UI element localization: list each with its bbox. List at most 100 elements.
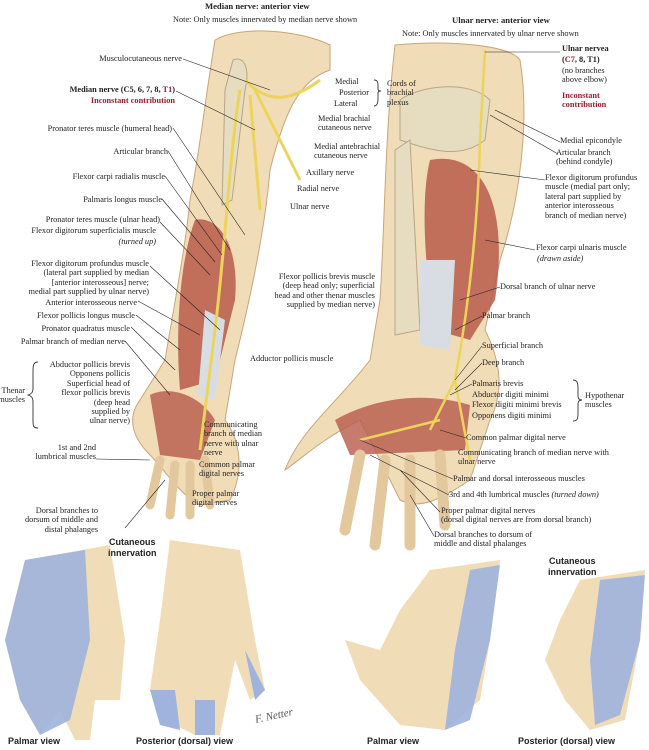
label-fdp: Flexor digitorum profundus muscle (later… (29, 259, 150, 297)
lumbricals-text: 3rd and 4th lumbrical muscles (449, 490, 552, 499)
fpb-line: Flexor pollicis brevis muscle (278, 272, 375, 281)
thenar-line: Thenar (1, 386, 26, 395)
label-fds: Flexor digitorum superficialis muscle (31, 226, 156, 235)
pp-line: digital nerves (192, 498, 237, 508)
cp-line: digital nerves (199, 469, 244, 479)
label-palmar-branch: Palmar branch of median nerve (20, 337, 125, 346)
label-anterior-interosseous: Anterior interosseous nerve (45, 298, 137, 307)
comm-line: branch of median (204, 429, 263, 439)
label-axillary: Axillary nerve (306, 168, 355, 177)
lum-line: 1st and 2nd (57, 443, 96, 452)
median-palmar-caption: Palmar view (8, 736, 61, 746)
label-cord-posterior: Posterior (339, 88, 369, 97)
label-cord-lateral: Lateral (334, 99, 358, 108)
thenar-line: muscles (0, 395, 25, 405)
label-ulnar-roots: (C7, 8, T1) (562, 55, 600, 64)
ulnar-dorsal-caption: Posterior (dorsal) view (518, 736, 616, 746)
inc-line: Inconstant (562, 91, 600, 100)
thenar-brace (26, 361, 39, 429)
ufdp-line: Flexor digitorum profundus (545, 173, 638, 182)
label-medial-epicondyle: Medial epicondyle (560, 136, 622, 145)
hypo-item: Flexor digiti minimi brevis (472, 400, 562, 409)
label-fcu-note: (drawn aside) (537, 254, 584, 263)
thenar-item: Superficial head of (66, 378, 130, 388)
thenar-item: supplied by (91, 407, 131, 417)
ulnar-dorsal-hand (545, 570, 645, 730)
ufdp-line: lateral part supplied by (545, 191, 622, 201)
hy-line: muscles (585, 400, 612, 410)
label-ulnar-lumbricals: 3rd and 4th lumbrical muscles (turned do… (449, 490, 599, 499)
label-fcr: Flexor carpi radialis muscle (72, 172, 165, 181)
median-title: Median nerve: anterior view (205, 1, 310, 11)
cords-brace (373, 79, 382, 107)
cut-line: Cutaneous (109, 537, 156, 547)
label-pronator-quadratus: Pronator quadratus muscle (41, 324, 130, 333)
median-dorsal-hand (150, 540, 265, 735)
label-cord-medial: Medial (335, 77, 359, 86)
ulnar-title: Ulnar nerve: anterior view (452, 15, 550, 25)
median-palmar-hand (5, 545, 125, 740)
thenar-item: Abductor pollicis brevis (49, 360, 130, 369)
label-deep-branch: Deep branch (482, 358, 525, 367)
ulnar-palmar-caption: Palmar view (367, 736, 420, 746)
comm-line: nerve with ulnar (204, 438, 259, 448)
lum-line: lumbrical muscles (35, 452, 96, 462)
ulnar-note: Note: Only muscles innervated by ulnar n… (402, 29, 579, 38)
label-ulnar-articular: Articular branch(behind condyle) (556, 148, 612, 167)
comm-line: Communicating (204, 420, 258, 429)
udb-line: middle and distal phalanges (434, 539, 527, 549)
ma-line: cutaneous nerve (314, 151, 368, 161)
thenar-item: ulnar nerve) (89, 416, 130, 426)
db-line: Dorsal branches to (35, 506, 98, 515)
fpb-line: supplied by median nerve) (286, 300, 375, 310)
cords-line: brachial (387, 88, 414, 98)
label-inconstant: Inconstant contribution (90, 96, 175, 105)
hypo-item: Abductor digiti minimi (472, 389, 549, 399)
ua-line: Articular branch (556, 148, 611, 157)
lumbricals-note: (turned down) (551, 490, 599, 499)
label-ulnar-proper-palmar: Proper palmar digital nerves(dorsal digi… (441, 506, 591, 525)
cords-line: Cords of (387, 79, 416, 88)
label-thenar-items: Abductor pollicis brevis Opponens pollic… (50, 360, 130, 426)
label-fpb: Flexor pollicis brevis muscle (deep head… (275, 272, 375, 310)
label-ulnar-palmar-branch: Palmar branch (482, 311, 531, 320)
db-line: distal phalanges (44, 524, 98, 534)
ulnar-palmar-hand (345, 560, 500, 730)
median-note: Note: Only muscles innervated by median … (173, 15, 358, 24)
pp-line: Proper palmar (192, 489, 240, 498)
label-median-nerve: Median nerve (C5, 6, 7, 8, T1) (70, 85, 175, 94)
thenar-item: Opponens pollicis (69, 369, 130, 379)
uc-line: ulnar nerve (458, 457, 496, 467)
label-palmaris-longus: Palmaris longus muscle (83, 195, 162, 204)
median-arm-illustration (132, 30, 331, 520)
label-radial: Radial nerve (297, 184, 340, 193)
hypo-item: Palmaris brevis (472, 379, 524, 388)
label-fds-note: (turned up) (118, 237, 156, 246)
uc-line: Communicating branch of median nerve wit… (458, 448, 609, 457)
median-close: ) (172, 85, 175, 94)
ulnar-arm-illustration (283, 42, 525, 551)
fpb-line: (deep head only; superficial (282, 281, 375, 291)
ufdp-line: anterior interosseous (545, 201, 614, 211)
cp-line: Common palmar (199, 460, 255, 469)
upp-line: Proper palmar digital nerves (441, 506, 536, 515)
hy-line: Hypothenar (585, 391, 625, 400)
label-pronator-humeral: Pronator teres muscle (humeral head) (47, 124, 172, 133)
nb-line: (no branches (562, 66, 605, 75)
label-ulnar-communicating: Communicating branch of median nerve wit… (458, 448, 609, 467)
label-dorsal-branches: Dorsal branches to dorsum of middle and … (25, 506, 98, 534)
fdp-line: Flexor digitorum profundus muscle (31, 259, 149, 268)
label-superficial-branch: Superficial branch (482, 341, 544, 350)
hypothenar-brace (572, 379, 583, 422)
cut-line: innervation (108, 548, 157, 558)
fdp-line: [anterior interosseous] nerve; (51, 277, 149, 287)
